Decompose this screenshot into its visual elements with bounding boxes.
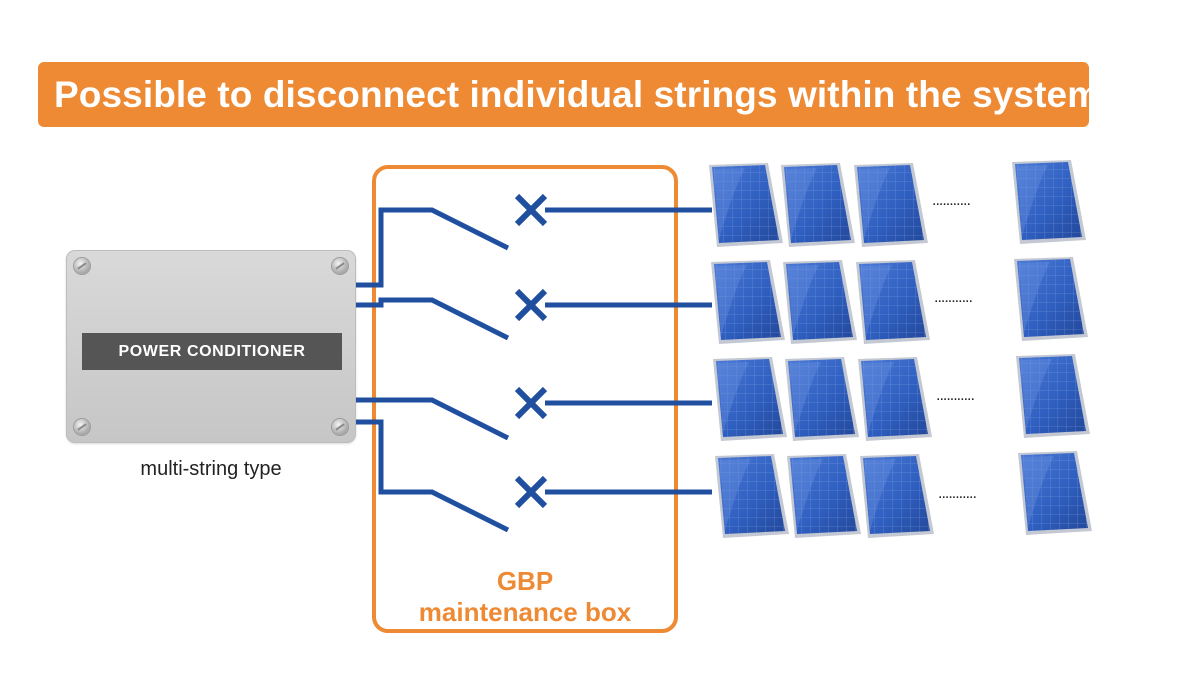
panel-shine [786, 168, 817, 239]
panel-shine [859, 168, 890, 239]
panel-cells [861, 359, 928, 437]
string-2-ellipsis: ........... [934, 289, 972, 306]
disconnect-x-icon [514, 193, 548, 227]
screw-icon [74, 419, 90, 435]
gbp-label-line2: maintenance box [418, 597, 632, 627]
panel-shine [790, 362, 821, 433]
panel-cells [718, 456, 785, 534]
power-conditioner-label: POWER CONDITIONER [82, 333, 342, 370]
panel-shine [1017, 165, 1048, 236]
panel-shine [1019, 262, 1050, 333]
solar-panel-icon [785, 357, 859, 441]
string-2-switch-wire [356, 297, 510, 341]
panel-cells [857, 165, 924, 243]
panel-shine [716, 265, 747, 336]
panel-shine [861, 265, 892, 336]
panel-shine [792, 459, 823, 530]
banner-title: Possible to disconnect individual string… [54, 73, 1101, 115]
solar-panel-icon [1018, 451, 1092, 535]
solar-panel-icon [1012, 160, 1086, 244]
panel-shine [720, 459, 751, 530]
panel-cells [859, 262, 926, 340]
panel-shine [863, 362, 894, 433]
solar-panel-icon [858, 357, 932, 441]
panel-cells [1015, 162, 1082, 240]
panel-shine [788, 265, 819, 336]
panel-cells [712, 165, 779, 243]
screw-icon [332, 258, 348, 274]
panel-cells [1021, 453, 1088, 531]
string-1-switch-wire [356, 207, 510, 288]
solar-panel-icon [781, 163, 855, 247]
solar-panel-icon [860, 454, 934, 538]
panel-cells [863, 456, 930, 534]
panel-cells [1017, 259, 1084, 337]
solar-panel-icon [1014, 257, 1088, 341]
string-1-ellipsis: ........... [932, 192, 970, 209]
panel-cells [790, 456, 857, 534]
string-4-switch-wire [356, 419, 510, 533]
string-4-ellipsis: ........... [938, 485, 976, 502]
gbp-label-line1: GBP [496, 566, 554, 596]
panel-cells [1019, 356, 1086, 434]
solar-panel-icon [1016, 354, 1090, 438]
panel-shine [714, 168, 745, 239]
solar-panel-icon [856, 260, 930, 344]
disconnect-x-icon [514, 288, 548, 322]
disconnect-x-icon [514, 386, 548, 420]
disconnect-x-icon [514, 475, 548, 509]
screw-icon [74, 258, 90, 274]
solar-panel-icon [713, 357, 787, 441]
panel-shine [865, 459, 896, 530]
power-conditioner-caption: multi-string type [140, 458, 282, 480]
panel-cells [714, 262, 781, 340]
gbp-maintenance-box-label: GBP maintenance box [372, 566, 678, 628]
solar-panel-icon [787, 454, 861, 538]
string-3-switch-wire [356, 397, 510, 441]
panel-cells [786, 262, 853, 340]
panel-shine [718, 362, 749, 433]
power-conditioner-box: POWER CONDITIONER [66, 250, 356, 443]
panel-shine [1023, 456, 1054, 527]
solar-panel-icon [711, 260, 785, 344]
panel-cells [788, 359, 855, 437]
screw-icon [332, 419, 348, 435]
solar-panel-icon [783, 260, 857, 344]
solar-panel-icon [715, 454, 789, 538]
solar-panel-icon [709, 163, 783, 247]
solar-panel-icon [854, 163, 928, 247]
panel-cells [716, 359, 783, 437]
panel-cells [784, 165, 851, 243]
panel-shine [1021, 359, 1052, 430]
title-banner: Possible to disconnect individual string… [38, 62, 1100, 127]
string-3-ellipsis: ........... [936, 387, 974, 404]
